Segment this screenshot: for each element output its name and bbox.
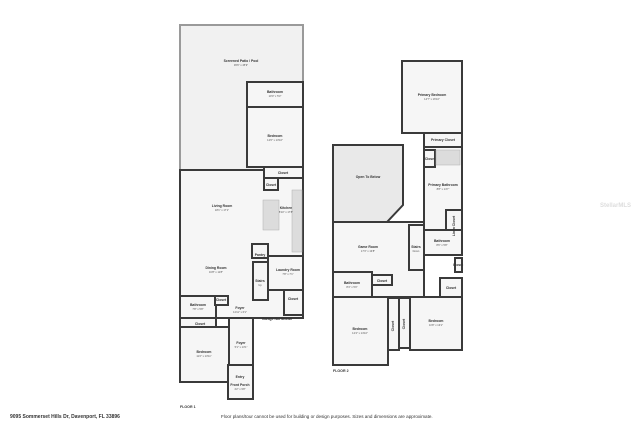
- label: Closet: [453, 263, 464, 267]
- floor-1-label: FLOOR 1: [180, 405, 196, 409]
- room-living-dining: [179, 169, 304, 319]
- label: Laundry Room: [276, 268, 300, 272]
- room-bathroom-2: [179, 295, 217, 319]
- room-bedroom-1: [246, 106, 304, 168]
- dimension: 36'6" x 45'9": [234, 63, 248, 67]
- dimension: 11'8" x 13'1": [429, 323, 443, 327]
- label: Game Room: [358, 245, 378, 249]
- dimension: 8'6" x 5'8": [436, 243, 447, 247]
- label: Screened Patio / Pool: [224, 59, 259, 63]
- room-closet-f2-4: [371, 274, 393, 286]
- label: Dining Room: [205, 266, 226, 270]
- label: Open To Below: [356, 175, 381, 179]
- label: Closet: [391, 320, 395, 331]
- room-primary-bedroom: [401, 60, 463, 134]
- label: Linen Closet: [452, 215, 456, 236]
- dimension: Up: [258, 283, 262, 287]
- room-open-to-below: [332, 144, 404, 223]
- dimension: 12'4" x 14'10": [352, 331, 368, 335]
- room-closet-f2-2: [454, 257, 463, 273]
- label: Stairs: [411, 245, 421, 249]
- label: Front Porch: [230, 383, 249, 387]
- disclaimer: Floor plans/tour cannot be used for buil…: [221, 414, 433, 419]
- label: Closet: [377, 279, 388, 283]
- label: Bathroom: [434, 239, 450, 243]
- dimension: 8'10" x 17'8": [279, 210, 293, 214]
- label: Bedroom: [429, 319, 444, 323]
- dimension: 7'8" x 7'1": [282, 272, 293, 276]
- label: Living Room: [212, 204, 233, 208]
- room-closet-3: [283, 289, 304, 316]
- room-bedroom-f2-1: [332, 296, 389, 366]
- kitchen-counter: [291, 189, 303, 253]
- room-bathroom-f2-2: [332, 271, 373, 299]
- floor-1: Screened Patio / Pool 36'6" x 45'9" Bath…: [179, 24, 304, 409]
- dimension: 17'3" x 13'8": [361, 249, 375, 253]
- label: Bathroom: [190, 303, 206, 307]
- dimension: 8'4" x 5'0": [346, 285, 357, 289]
- watermark: StellarMLS: [600, 203, 632, 209]
- room-front-porch: [227, 364, 254, 400]
- label: Closet: [266, 183, 277, 187]
- dimension: 12'6" x 13'10": [267, 138, 283, 142]
- dimension: 16'8" x 11'8": [209, 270, 223, 274]
- room-closet-2: [263, 177, 279, 191]
- dimension: 7'8" x 5'8": [192, 307, 203, 311]
- label: Closet: [278, 171, 289, 175]
- room-closet-4: [214, 295, 229, 306]
- label: Closet: [216, 298, 227, 302]
- dimension: 4'2" x 9'8": [234, 387, 245, 391]
- room-bedroom-2: [179, 326, 230, 383]
- kitchen-island: [262, 199, 280, 231]
- dimension: 10'0" x 5'3": [269, 94, 282, 98]
- label: Bathroom: [267, 90, 283, 94]
- label: Foyer: [236, 341, 246, 345]
- room-laundry: [267, 255, 304, 291]
- dimension: 5'1" x 13'1": [235, 345, 248, 349]
- floor-2-label: FLOOR 2: [333, 369, 349, 373]
- floor-2: Primary Bedroom 14'7" x 16'10" Primary C…: [332, 60, 464, 373]
- label: Closet: [288, 297, 299, 301]
- label: Entry: [236, 375, 245, 379]
- label: Closet: [402, 318, 406, 329]
- bathtub: [435, 149, 461, 166]
- label: Bedroom: [197, 350, 212, 354]
- label: Pantry: [255, 253, 266, 257]
- property-address: 9095 Sommerset Hills Dr, Davenport, FL 3…: [10, 414, 120, 420]
- label: Bathroom: [344, 281, 360, 285]
- label: Bedroom: [353, 327, 368, 331]
- label: Primary Bedroom: [418, 93, 446, 97]
- label: Stairs: [255, 279, 265, 283]
- dimension: 11'11" x 6'1": [233, 310, 247, 314]
- dimension: 11'2" x 13'11": [196, 354, 211, 358]
- dimension: 18'1" x 17'1": [215, 208, 229, 212]
- label: Closet: [446, 286, 457, 290]
- label: Closet: [195, 322, 206, 326]
- dimension: 14'7" x 16'10": [424, 97, 440, 101]
- label: Kitchen: [280, 206, 292, 210]
- label: Garage Not Shown: [262, 317, 292, 321]
- room-closet-1: [263, 166, 304, 179]
- room-linen-closet: [445, 209, 463, 231]
- label: Foyer: [235, 306, 245, 310]
- label: Primary Bathroom: [428, 183, 458, 187]
- label: Primary Closet: [431, 138, 456, 142]
- dimension: 8'8" x 14'7": [437, 187, 450, 191]
- room-bedroom-f2-2: [409, 296, 463, 351]
- label: Closet: [425, 157, 436, 161]
- label: Bedroom: [268, 134, 283, 138]
- room-foyer-2: [228, 317, 254, 366]
- room-pantry: [251, 243, 269, 259]
- room-closet-f2-1: [423, 149, 436, 168]
- dimension: Down: [413, 249, 420, 253]
- room-bathroom-f2-1: [423, 229, 463, 256]
